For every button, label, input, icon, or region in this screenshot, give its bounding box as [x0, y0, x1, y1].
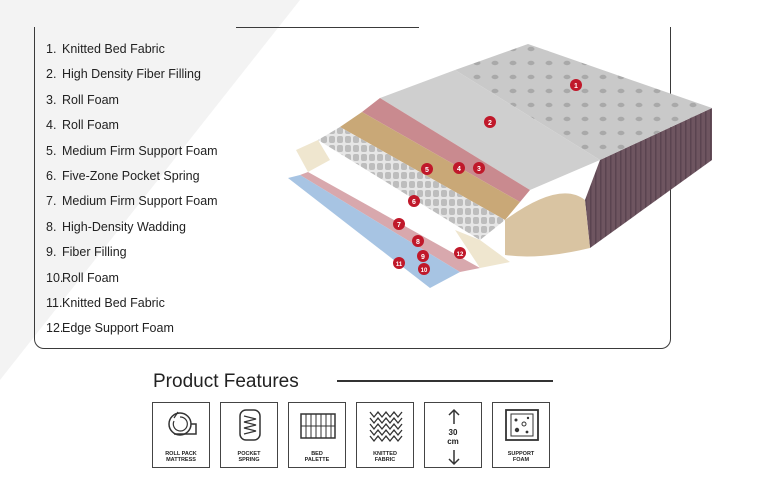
svg-text:11: 11 [396, 262, 403, 268]
layer-item: 11.Knitted Bed Fabric [46, 295, 165, 310]
svg-text:7: 7 [397, 222, 401, 229]
support-foam-icon [505, 409, 539, 441]
feature-label: BED PALETTE [304, 451, 330, 463]
pocket-spring-icon [239, 409, 261, 441]
bed-palette-icon [300, 413, 336, 439]
layer-item: 7.Medium Firm Support Foam [46, 194, 218, 209]
feature-tile-knitted-fabric: KNITTED FABRIC [356, 402, 414, 468]
feature-tile-bed-palette: BED PALETTE [288, 402, 346, 468]
layer-item: 8.High-Density Wadding [46, 219, 186, 234]
svg-text:2: 2 [488, 120, 492, 127]
layer-item: 9.Fiber Filling [46, 245, 127, 260]
fiber-filling-layer [380, 70, 600, 190]
svg-text:5: 5 [425, 167, 429, 174]
height-arrow-icon [448, 408, 460, 466]
feature-label: SUPPORT FOAM [507, 451, 535, 463]
svg-text:8: 8 [416, 239, 420, 246]
wadding-layer [300, 172, 480, 272]
svg-text:9: 9 [421, 254, 425, 261]
edge-support-foam-left [296, 140, 330, 172]
svg-text:1: 1 [574, 83, 578, 90]
edge-support-foam-right [455, 230, 510, 268]
marker-1: 1 [570, 79, 582, 91]
curved-cut-side [505, 193, 590, 257]
marker-7: 7 [393, 218, 405, 230]
mattress-side-fabric [585, 108, 712, 248]
pocket-spring-layer [318, 127, 505, 240]
roll-foam-layer [362, 98, 530, 202]
feature-label: POCKET SPRING [237, 451, 261, 463]
feature-tile-support-foam: SUPPORT FOAM [492, 402, 550, 468]
layer-item: 1.Knitted Bed Fabric [46, 42, 165, 56]
layer-item: 2.High Density Fiber Filling [46, 67, 201, 82]
marker-8: 8 [412, 235, 424, 247]
features-divider [337, 380, 553, 382]
svg-text:6: 6 [412, 199, 416, 206]
marker-10: 10 [418, 263, 430, 275]
marker-9: 9 [417, 250, 429, 262]
bottom-fabric-layer [288, 175, 460, 288]
layer-item: 4.Roll Foam [46, 118, 119, 133]
roll-pack-icon [168, 411, 197, 436]
marker-5: 5 [421, 163, 433, 175]
features-title: Product Features [153, 371, 299, 392]
layer-item: 10.Roll Foam [46, 270, 119, 285]
marker-3: 3 [473, 162, 485, 174]
layer-item: 12.Edge Support Foam [46, 321, 174, 336]
layer-item: 6.Five-Zone Pocket Spring [46, 168, 200, 183]
feature-label: KNITTED FABRIC [373, 451, 397, 463]
marker-2: 2 [484, 116, 496, 128]
feature-tile-pocket-spring: POCKET SPRING [220, 402, 278, 468]
feature-label: 30 cm [447, 428, 459, 446]
svg-text:4: 4 [457, 166, 461, 173]
mattress-top-quilt [455, 44, 712, 160]
svg-text:3: 3 [477, 166, 481, 173]
feature-tile-height: 30 cm [424, 402, 482, 468]
marker-6: 6 [408, 195, 420, 207]
marker-4: 4 [453, 162, 465, 174]
layer-item: 3.Roll Foam [46, 92, 119, 107]
marker-12: 12 [454, 247, 466, 259]
layer-item: 5.Medium Firm Support Foam [46, 143, 218, 158]
svg-text:12: 12 [457, 252, 464, 258]
panel-top-border [236, 27, 419, 28]
feature-tile-roll-pack: ROLL PACK MATTRESS [152, 402, 210, 468]
marker-11: 11 [393, 257, 405, 269]
feature-label: ROLL PACK MATTRESS [165, 451, 197, 463]
svg-text:10: 10 [421, 268, 428, 274]
knitted-fabric-icon [369, 410, 403, 443]
layer-list: 1.Knitted Bed Fabric 2.High Density Fibe… [46, 40, 218, 345]
